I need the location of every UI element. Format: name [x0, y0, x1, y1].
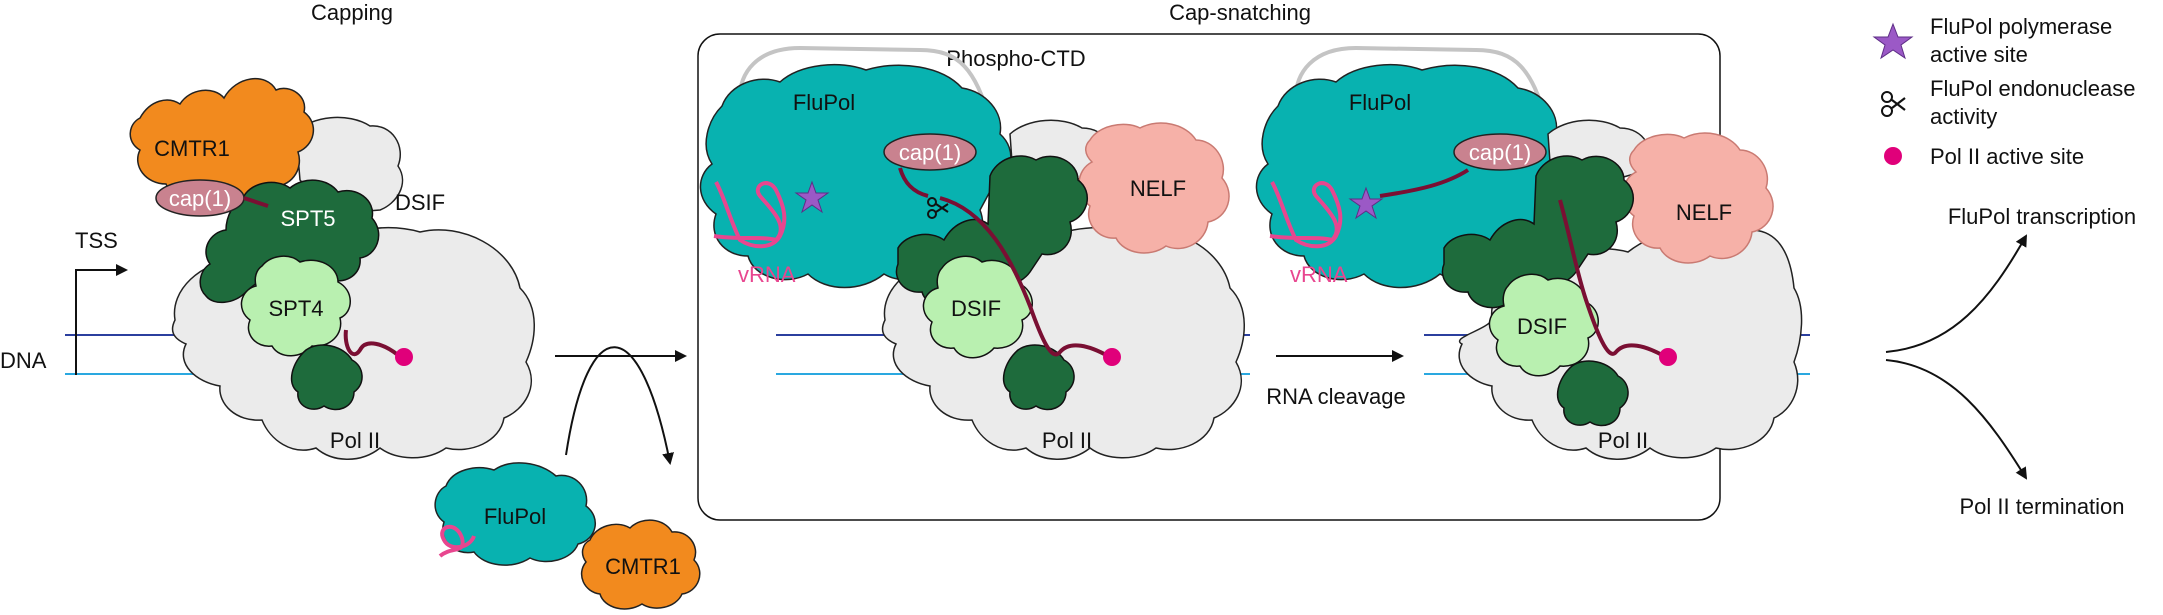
nelf-label-1: NELF	[1130, 176, 1186, 201]
legend-star-line2: active site	[1930, 42, 2028, 67]
cmtr1-shape	[129, 77, 315, 202]
tss-label: TSS	[75, 228, 118, 253]
flupol-transcription-label: FluPol transcription	[1948, 204, 2136, 229]
pol-ii-label-1: Pol II	[1042, 428, 1092, 453]
flupol-label-1: FluPol	[793, 90, 855, 115]
panel-title-capping: Capping	[311, 0, 393, 25]
pol-ii-active-site-dot	[395, 348, 413, 366]
panel-title-cap-snatching: Cap-snatching	[1169, 0, 1311, 25]
pol-ii-active-site-dot-1	[1103, 348, 1121, 366]
vrna-label-2: vRNA	[1290, 262, 1348, 287]
rna-cleavage-label: RNA cleavage	[1266, 384, 1405, 409]
vrna-label-1: vRNA	[738, 262, 796, 287]
pol-ii-termination-label: Pol II termination	[1959, 494, 2124, 519]
pol-ii-active-site-dot-2	[1659, 348, 1677, 366]
legend-scissors-line2: activity	[1930, 104, 1997, 129]
pol-ii-label-capping: Pol II	[330, 428, 380, 453]
star-icon	[1872, 22, 1914, 60]
phospho-ctd-label: Phospho-CTD	[946, 46, 1085, 71]
capped-primer-2	[1379, 168, 1470, 198]
dsif-label-1: DSIF	[951, 296, 1001, 321]
dot-icon	[1884, 147, 1902, 165]
nelf-label-2: NELF	[1676, 200, 1732, 225]
legend: FluPol polymerase active site FluPol end…	[1872, 14, 2135, 169]
cap-rna-link-1	[898, 167, 929, 198]
spt5-shape-2	[1441, 155, 1634, 309]
scissors-icon-1	[927, 197, 949, 219]
spt5-lower-domain	[290, 344, 363, 411]
phospho-ctd-2	[1293, 45, 1548, 121]
free-flupol-vrna	[438, 525, 476, 558]
pol-ii-label-2: Pol II	[1598, 428, 1648, 453]
dsif-label-capping: DSIF	[395, 190, 445, 215]
flupol-transcription-arrow	[1885, 234, 2027, 353]
spt5-label: SPT5	[280, 206, 335, 231]
spt5-lower-domain-1	[1002, 344, 1075, 411]
cap-snatching-state-1: FluPol NELF DSIF cap(1) vRNA Pol II	[699, 45, 1250, 460]
exchange-arrow-curve	[565, 346, 674, 465]
free-cmtr1-shape	[580, 519, 701, 610]
cap-oval-2	[1453, 133, 1547, 171]
spt5-lower-domain-2	[1556, 360, 1629, 427]
free-cmtr1-label: CMTR1	[605, 554, 681, 579]
flupol-active-site-star-2	[1348, 186, 1384, 220]
flupol-label-2: FluPol	[1349, 90, 1411, 115]
legend-star-line1: FluPol polymerase	[1930, 14, 2112, 39]
dsif-label-2: DSIF	[1517, 314, 1567, 339]
phospho-ctd-1	[737, 45, 992, 121]
cap-label-2: cap(1)	[1469, 140, 1531, 165]
legend-dot-line1: Pol II active site	[1930, 144, 2084, 169]
vrna-2	[1269, 181, 1343, 249]
spt4-label: SPT4	[268, 296, 323, 321]
free-flupol-complex: FluPol CMTR1	[434, 462, 701, 610]
cmtr1-label: CMTR1	[154, 136, 230, 161]
cap-oval-1	[883, 133, 977, 171]
flupol-active-site-star-1	[794, 180, 830, 214]
legend-scissors-line1: FluPol endonuclease	[1930, 76, 2135, 101]
cap-label: cap(1)	[169, 186, 231, 211]
nascent-rna-1	[939, 196, 1109, 358]
capping-panel: CMTR1 SPT5 SPT4 cap(1) TSS DNA DSIF Pol …	[0, 77, 535, 460]
cap-link	[243, 196, 269, 208]
free-flupol-label: FluPol	[484, 504, 546, 529]
dna-label: DNA	[0, 348, 47, 373]
pol-ii-termination-arrow	[1885, 359, 2028, 480]
dsif-shape-2	[1488, 273, 1599, 377]
scissors-icon	[1881, 91, 1906, 117]
cap-snatching-state-2: FluPol NELF DSIF cap(1) vRNA Pol II	[1255, 45, 1810, 460]
tss-arrow	[75, 264, 128, 375]
cap-label-1: cap(1)	[899, 140, 961, 165]
vrna-1	[713, 181, 787, 249]
nascent-rna	[343, 329, 400, 357]
nascent-rna-2	[1558, 199, 1665, 358]
dsif-shape-1	[922, 255, 1033, 359]
